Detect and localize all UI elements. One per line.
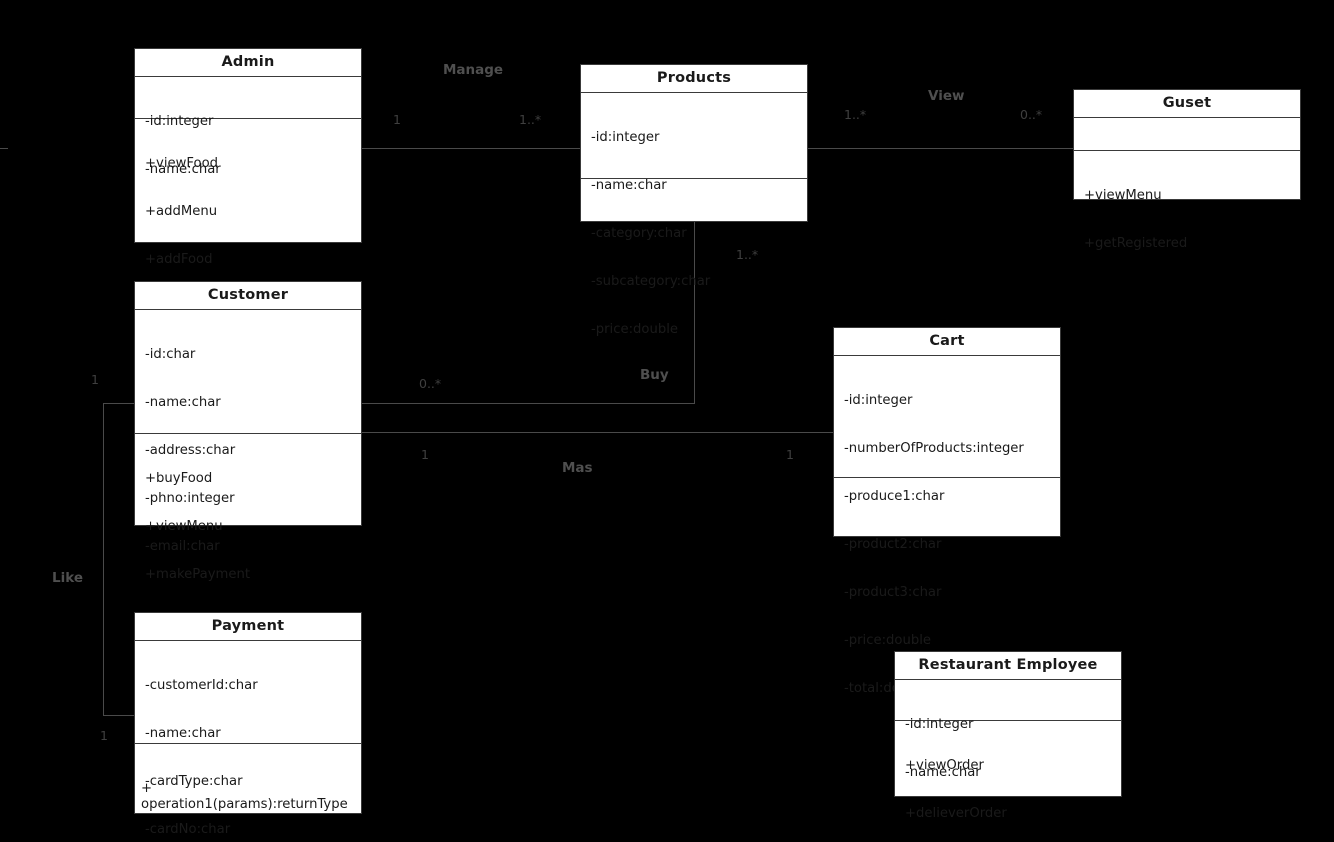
connector-mas bbox=[362, 432, 833, 433]
attribute-row: -produce1:char bbox=[844, 489, 945, 504]
uml-class-restaurant-employee[interactable]: Restaurant Employee -id:integer -name:ch… bbox=[894, 651, 1122, 821]
relationship-label-buy: Buy bbox=[640, 367, 669, 383]
multiplicity-like-source: 1 bbox=[91, 372, 99, 387]
class-attributes-guset bbox=[1074, 118, 1300, 151]
multiplicity-manage-source: 1 bbox=[393, 112, 401, 127]
uml-class-payment[interactable]: Payment -customerId:char -name:char -car… bbox=[134, 612, 362, 837]
attribute-row: -id:integer bbox=[591, 130, 660, 145]
attribute-row: -phno:integer bbox=[145, 491, 235, 506]
multiplicity-buy-source: 0..* bbox=[419, 376, 442, 391]
attribute-row: -id:char bbox=[145, 347, 196, 362]
attribute-row: -subcategory:char bbox=[591, 274, 711, 289]
multiplicity-buy-target: 1..* bbox=[736, 247, 759, 262]
attribute-row: -id:integer bbox=[905, 717, 974, 732]
connector-like-top bbox=[103, 403, 135, 404]
attribute-row: -product3:char bbox=[844, 585, 942, 600]
uml-class-admin[interactable]: Admin -id:integer -name:char +viewFood +… bbox=[134, 48, 362, 459]
attribute-row: -email:char bbox=[145, 539, 220, 554]
class-attributes-restaurant-employee: -id:integer -name:char bbox=[895, 680, 1121, 780]
connector-view bbox=[808, 148, 1073, 149]
operation-row: +viewOrder bbox=[905, 758, 984, 773]
attribute-row: -price:double bbox=[591, 322, 678, 337]
operation-row: + operation1(params):returnType bbox=[141, 781, 348, 812]
class-attributes-products: -id:integer -name:char -category:char -s… bbox=[581, 93, 807, 337]
class-title-guset: Guset bbox=[1074, 90, 1300, 118]
attribute-row: -name:char bbox=[145, 395, 221, 410]
connector-buy-horizontal bbox=[362, 403, 695, 404]
connector-left-stub bbox=[0, 148, 8, 149]
attribute-row: -name:char bbox=[145, 162, 221, 177]
operation-row: +viewFood bbox=[145, 156, 219, 171]
attribute-row: -name:char bbox=[905, 765, 981, 780]
relationship-label-view: View bbox=[928, 88, 965, 104]
operation-row: +makePayment bbox=[145, 567, 250, 582]
attribute-row: -id:integer bbox=[844, 393, 913, 408]
multiplicity-like-target: 1 bbox=[100, 728, 108, 743]
multiplicity-mas-source: 1 bbox=[421, 447, 429, 462]
class-title-payment: Payment bbox=[135, 613, 361, 641]
multiplicity-manage-target: 1..* bbox=[519, 112, 542, 127]
relationship-label-manage: Manage bbox=[443, 62, 504, 78]
attribute-row: -category:char bbox=[591, 226, 687, 241]
relationship-label-mas: Mas bbox=[562, 460, 593, 476]
multiplicity-mas-target: 1 bbox=[786, 447, 794, 462]
operation-row: +viewMenu bbox=[1084, 188, 1162, 203]
connector-like-bottom bbox=[103, 715, 135, 716]
class-title-restaurant-employee: Restaurant Employee bbox=[895, 652, 1121, 680]
class-title-admin: Admin bbox=[135, 49, 361, 77]
operation-row: +delieverOrder bbox=[905, 806, 1007, 821]
class-attributes-admin: -id:integer -name:char bbox=[135, 77, 361, 177]
uml-class-products[interactable]: Products -id:integer -name:char -categor… bbox=[580, 64, 808, 337]
attribute-row: -address:char bbox=[145, 443, 236, 458]
attribute-row: -cardType:char bbox=[145, 774, 243, 789]
class-attributes-customer: -id:char -name:char -address:char -phno:… bbox=[135, 310, 361, 554]
class-attributes-cart: -id:integer -numberOfProducts:integer -p… bbox=[834, 356, 1060, 696]
class-attributes-payment: -customerId:char -name:char -cardType:ch… bbox=[135, 641, 361, 837]
uml-class-customer[interactable]: Customer -id:char -name:char -address:ch… bbox=[134, 281, 362, 678]
attribute-row: -name:char bbox=[145, 726, 221, 741]
operation-row: +buyFood bbox=[145, 471, 213, 486]
attribute-row: -price:double bbox=[844, 633, 931, 648]
connector-manage bbox=[362, 148, 580, 149]
attribute-row: -numberOfProducts:integer bbox=[844, 441, 1024, 456]
attribute-row: -customerId:char bbox=[145, 678, 258, 693]
attribute-row: -cardNo:char bbox=[145, 822, 231, 837]
multiplicity-view-target: 0..* bbox=[1020, 107, 1043, 122]
class-title-customer: Customer bbox=[135, 282, 361, 310]
connector-like-vertical bbox=[103, 403, 104, 716]
connector-buy-vertical bbox=[694, 222, 695, 404]
uml-class-cart[interactable]: Cart -id:integer -numberOfProducts:integ… bbox=[833, 327, 1061, 696]
class-title-cart: Cart bbox=[834, 328, 1060, 356]
operation-row: +addFood bbox=[145, 252, 213, 267]
uml-class-guset[interactable]: Guset +viewMenu +getRegistered bbox=[1073, 89, 1301, 251]
class-operations-guset: +viewMenu +getRegistered bbox=[1074, 151, 1300, 289]
operation-row: +getRegistered bbox=[1084, 236, 1188, 251]
attribute-row: -product2:char bbox=[844, 537, 942, 552]
operation-row: +viewMenu bbox=[145, 519, 223, 534]
attribute-row: -id:integer bbox=[145, 114, 214, 129]
class-operations-restaurant-employee: +viewOrder +delieverOrder +processPaymen… bbox=[895, 721, 1121, 842]
multiplicity-view-source: 1..* bbox=[844, 107, 867, 122]
attribute-row: -name:char bbox=[591, 178, 667, 193]
operation-row: +addMenu bbox=[145, 204, 218, 219]
relationship-label-like: Like bbox=[52, 570, 84, 586]
class-title-products: Products bbox=[581, 65, 807, 93]
class-operations-payment: + operation1(params):returnType - operat… bbox=[135, 744, 361, 842]
